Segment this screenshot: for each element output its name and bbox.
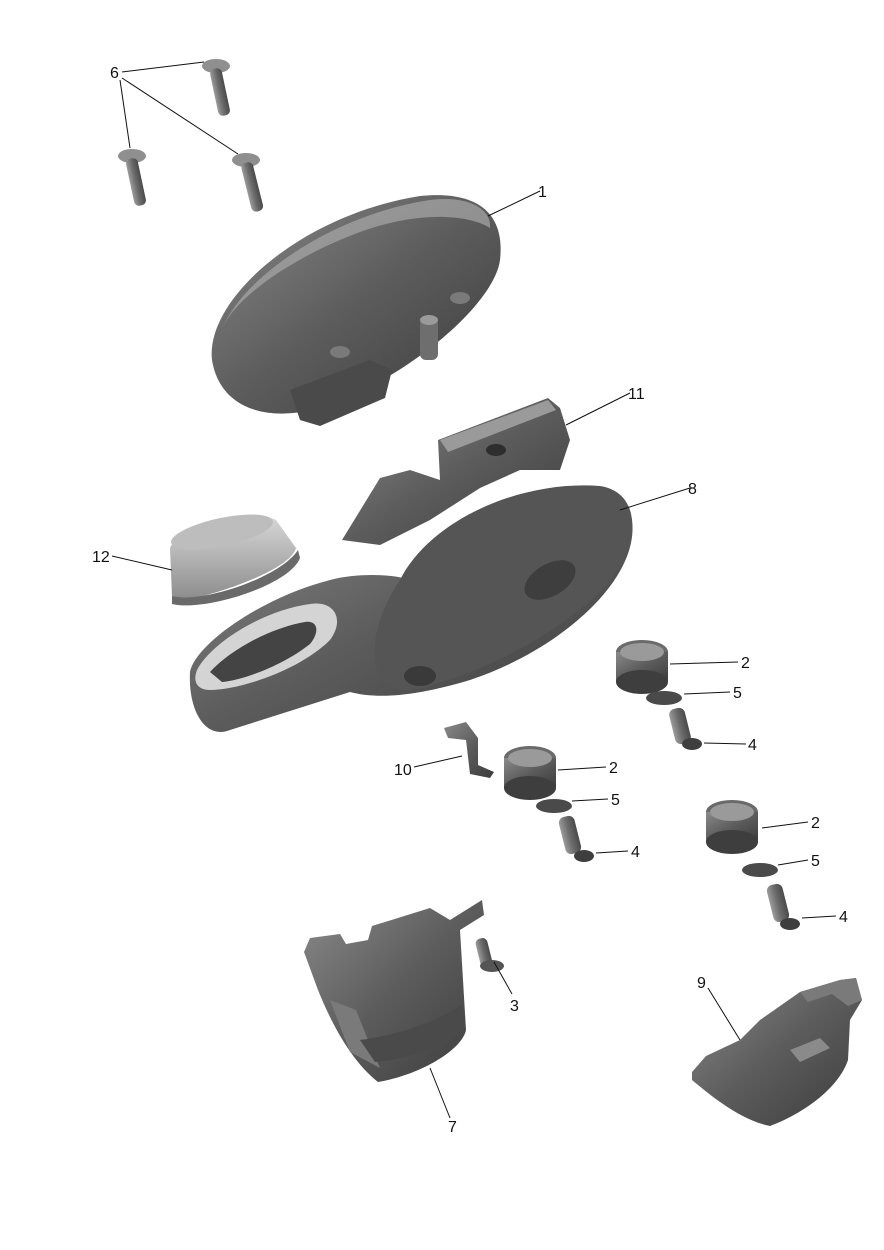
screw-part-6b (118, 149, 146, 206)
grommet-part-2a (616, 640, 668, 694)
lower-cover-part-7 (304, 900, 484, 1082)
washer-part-5a (646, 691, 682, 705)
clip-part-10 (444, 722, 494, 778)
grommet-part-2b (504, 746, 556, 800)
washer-part-5c (742, 863, 778, 877)
instrument-housing-part-1 (211, 195, 501, 426)
ring-part-12 (170, 514, 300, 606)
callout-2a: 2 (741, 655, 750, 672)
callout-5c: 5 (811, 853, 820, 870)
screw-part-3 (475, 938, 504, 972)
callout-10: 10 (394, 762, 412, 779)
screw-part-6a (202, 59, 230, 116)
bolt-part-4c (766, 883, 800, 930)
callout-9: 9 (697, 975, 706, 992)
callout-7: 7 (448, 1119, 457, 1136)
grommet-part-2c (706, 800, 758, 854)
bolt-part-4a (669, 707, 702, 750)
leader-lines (111, 61, 837, 1119)
callout-11: 11 (628, 386, 645, 403)
callout-2c: 2 (811, 815, 820, 832)
screw-part-6c (232, 153, 264, 212)
callout-5a: 5 (733, 685, 742, 702)
callout-3: 3 (510, 998, 519, 1015)
main-cover-part-8 (189, 485, 633, 732)
callout-4a: 4 (748, 737, 757, 754)
callout-5b: 5 (611, 792, 620, 809)
washer-part-5b (536, 799, 572, 813)
callout-12: 12 (92, 549, 110, 566)
bolt-part-4b (558, 815, 594, 862)
callout-4b: 4 (631, 844, 640, 861)
callout-1: 1 (538, 184, 547, 201)
side-cover-part-9 (692, 978, 862, 1126)
callout-6: 6 (110, 65, 119, 82)
callout-4c: 4 (839, 909, 848, 926)
callout-2b: 2 (609, 760, 618, 777)
callout-8: 8 (688, 481, 697, 498)
bracket-part-11 (342, 398, 570, 545)
